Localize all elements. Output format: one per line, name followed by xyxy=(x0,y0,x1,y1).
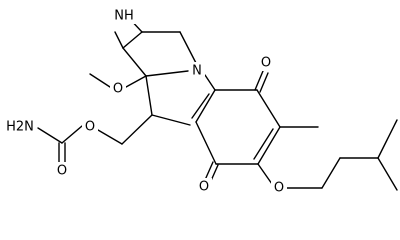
bond-n-c4a xyxy=(204,74,216,91)
atom-o-methoxy-label: O xyxy=(113,82,123,97)
atom-o-ketone-top-label: O xyxy=(261,56,271,71)
bond-c5-c6 xyxy=(257,126,281,165)
bond-chain-1 xyxy=(321,157,341,189)
atom-n-ring-label: N xyxy=(192,64,202,79)
bond-ch2-n xyxy=(179,31,198,66)
bond-c5-c6-inner xyxy=(253,128,274,160)
bond-ch2-o-ester xyxy=(97,129,123,145)
atom-o-ester: O xyxy=(82,118,98,135)
bond-c4-o-top-2 xyxy=(259,72,269,93)
atom-nh2: H2N xyxy=(4,118,36,135)
bond-c9a-c9 xyxy=(145,75,153,116)
atom-o-ketone-top: O xyxy=(258,54,274,71)
atom-o-ether: O xyxy=(271,179,287,196)
bond-aziridine-cc xyxy=(122,31,143,49)
atom-o-ketone-bottom-label: O xyxy=(199,180,209,195)
atom-nh2-label: H2N xyxy=(6,120,34,135)
bond-c7-o-bottom-1 xyxy=(204,161,214,181)
bond-chain-4 xyxy=(377,119,398,159)
atom-o-methoxy: O xyxy=(110,80,126,97)
bond-c4-c5 xyxy=(256,89,281,128)
bond-o-ester-carbonyl xyxy=(61,125,83,144)
atom-o-ether-label: O xyxy=(274,181,284,196)
bond-c1-c9a xyxy=(122,47,147,77)
bond-carbonyl-nh2 xyxy=(37,127,63,144)
atom-n-ring: N xyxy=(189,62,205,79)
atom-o-ester-label: O xyxy=(85,120,95,135)
molecule-structure-diagram: NH N O O O O O H2N xyxy=(4,7,398,196)
atom-nh-label: NH xyxy=(114,9,134,24)
atom-labels: NH N O O O O O H2N xyxy=(4,7,287,196)
bond-c4a-c8a-inner xyxy=(191,93,210,119)
bond-c4a-c8a xyxy=(195,89,216,123)
atom-o-carbonyl-label: O xyxy=(57,164,67,179)
bond-nh-c1 xyxy=(114,31,124,49)
bond-c9-ch2 xyxy=(121,114,153,145)
bond-chain-3 xyxy=(377,157,398,191)
bond-c6-o-ether xyxy=(257,163,273,185)
bond-c9a-n xyxy=(145,70,189,77)
bond-o-methoxy-ch3 xyxy=(89,73,111,88)
bond-c9a-o-methoxy xyxy=(125,75,147,88)
bond-c9-c8a xyxy=(151,114,191,126)
atom-o-ketone-bottom: O xyxy=(196,178,212,195)
atom-o-carbonyl: O xyxy=(54,162,70,179)
bond-c4-o-top-1 xyxy=(254,70,264,91)
bond-c7-c8a xyxy=(195,121,217,165)
bonds xyxy=(37,15,398,191)
atom-nh: NH xyxy=(112,7,136,24)
